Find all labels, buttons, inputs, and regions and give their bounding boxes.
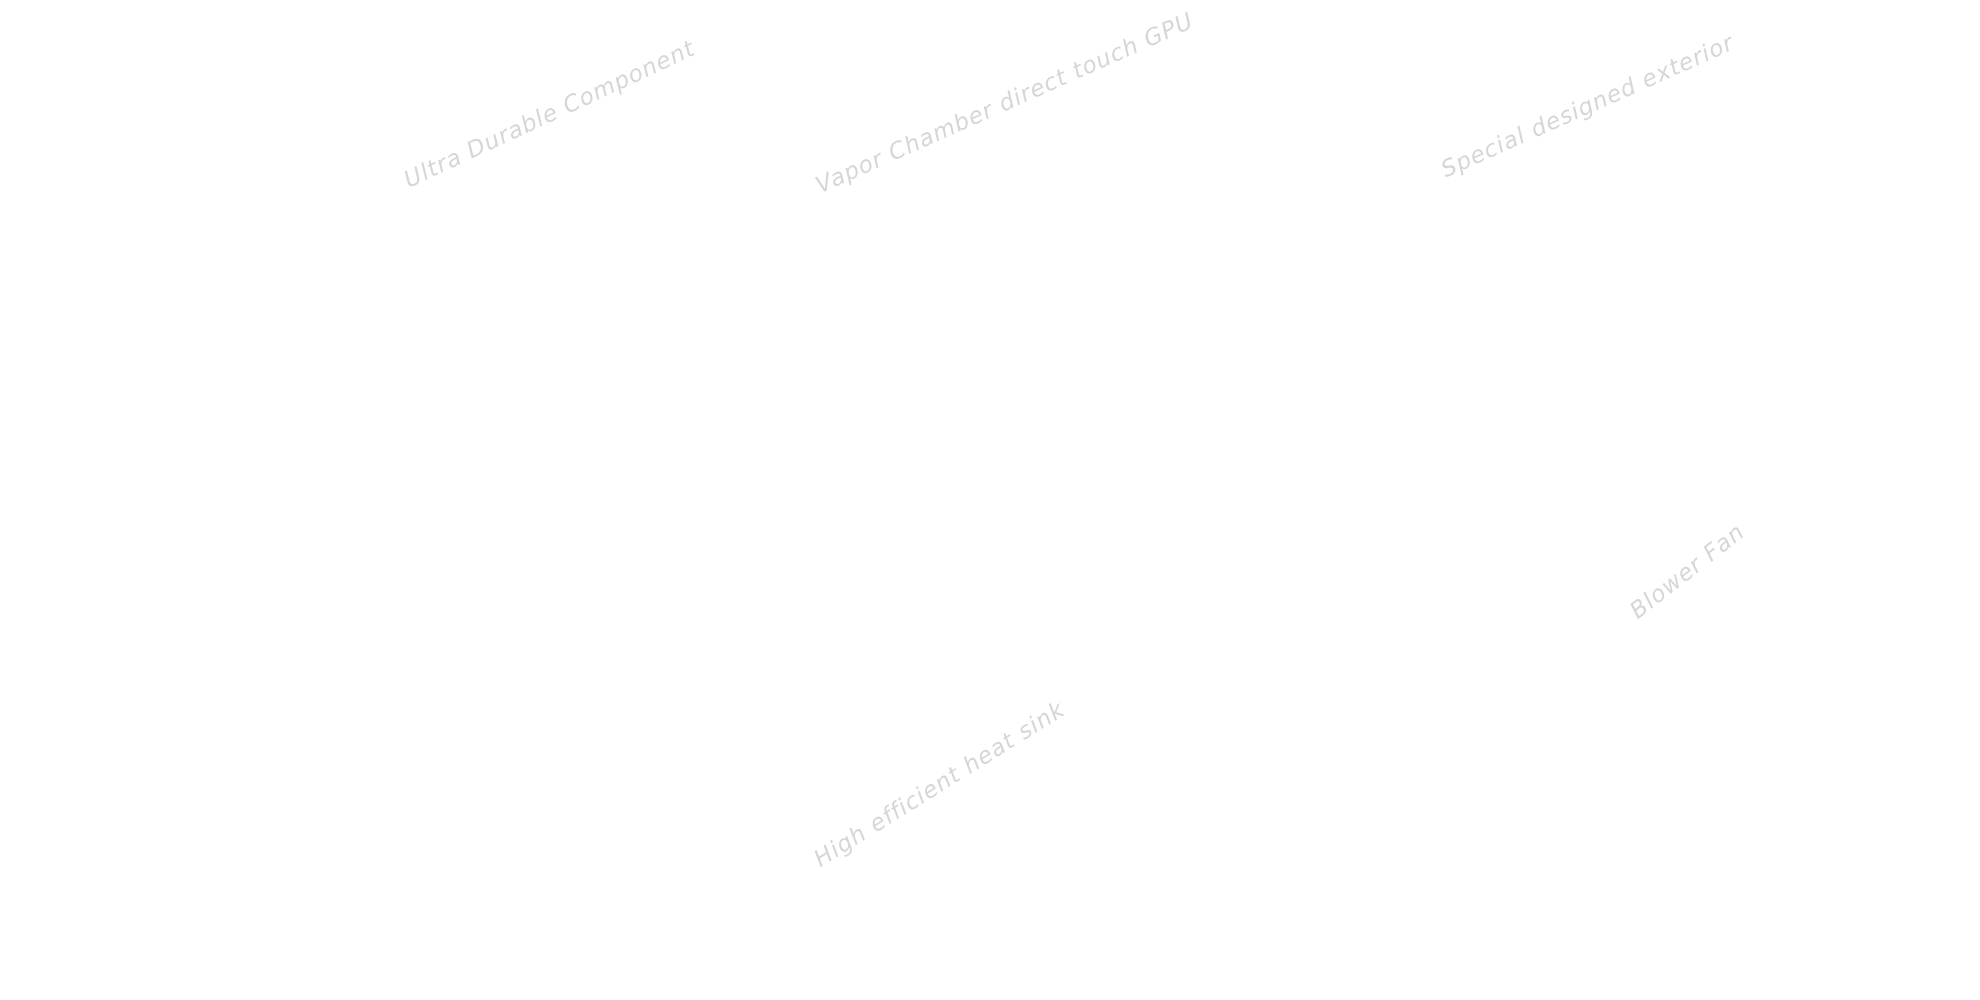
callout-vapor-chamber: Vapor Chamber direct touch GPU: [811, 8, 1198, 199]
callout-blower-fan: Blower Fan: [1625, 518, 1751, 625]
callout-heat-sink: High efficient heat sink: [809, 696, 1070, 873]
callout-ultra-durable-component: Ultra Durable Component: [400, 35, 700, 194]
callout-special-exterior: Special designed exterior: [1437, 30, 1739, 184]
